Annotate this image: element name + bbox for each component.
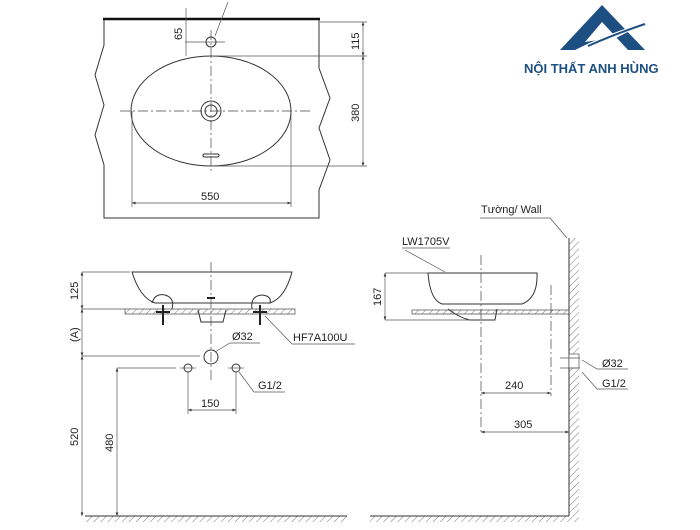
dim-supply: 480 (104, 434, 116, 452)
dim-height: 125 (69, 282, 81, 300)
dim-width: 550 (201, 191, 219, 203)
dim-a: (A) (69, 327, 81, 342)
drain (200, 100, 222, 122)
drain-label: Ø32 (602, 358, 623, 370)
brand-name: NỘI THẤT ANH HÙNG (524, 61, 659, 76)
dim-floor: 520 (69, 428, 81, 446)
model-label: LW1705V (402, 236, 450, 248)
dim-center: 240 (505, 380, 523, 392)
dim-wall: 305 (514, 419, 532, 431)
overflow-slot (202, 153, 220, 158)
front-view: 125 (A) 520 480 150 Ø32 G1/2 HF7A100U (69, 262, 355, 522)
supply-label: G1/2 (258, 380, 282, 392)
drain-label: Ø32 (232, 331, 253, 343)
dim-height: 167 (372, 288, 384, 306)
bracket-label: HF7A100U (293, 332, 347, 344)
dim-faucet: 65 (173, 28, 185, 40)
top-view: 550 115 380 65 (94, 1, 367, 219)
dim-spacing: 150 (201, 398, 219, 410)
side-view: 167 240 305 LW1705V Tường/ Wall Ø32 G1/2 (370, 204, 628, 522)
wall-label: Tường/ Wall (481, 204, 542, 216)
dim-depth: 380 (350, 104, 362, 122)
supply-label: G1/2 (602, 378, 626, 390)
brand-logo: NỘI THẤT ANH HÙNG (524, 5, 659, 76)
dim-back: 115 (350, 32, 362, 50)
